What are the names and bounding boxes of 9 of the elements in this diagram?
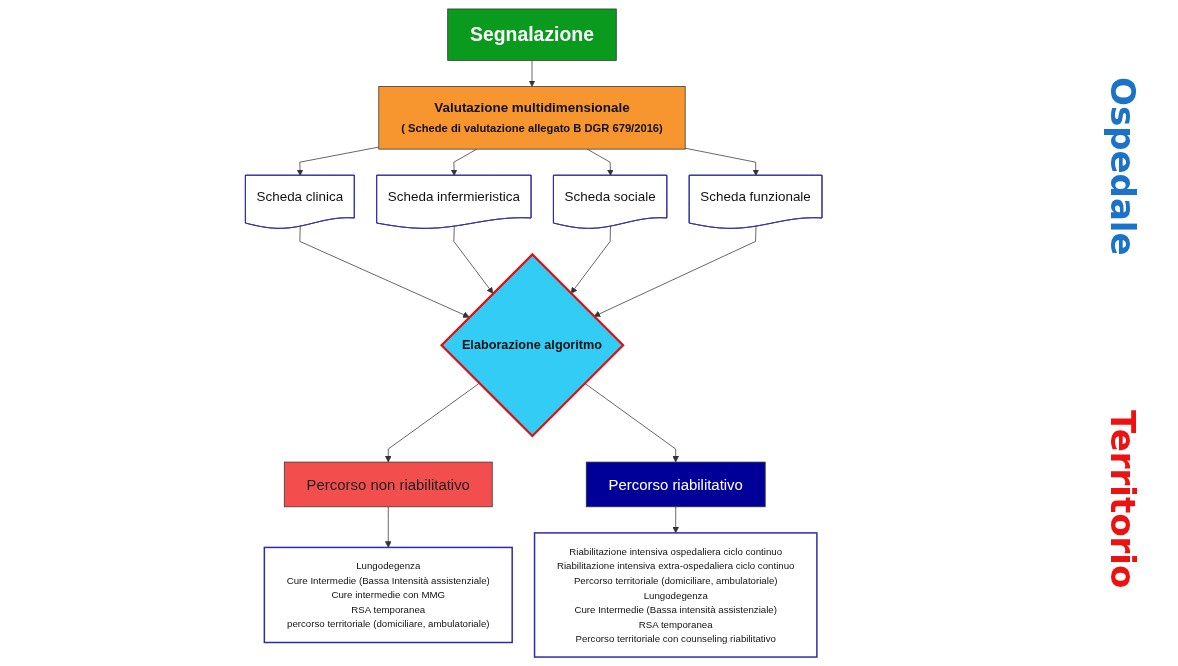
node-box: Percorso non riabilitativo: [284, 461, 493, 508]
node-box: Percorso riabilitativo: [586, 461, 766, 508]
section-label: Ospedale: [1103, 77, 1143, 256]
node-diamond: Elaborazione algoritmo: [440, 252, 626, 438]
node-box: Segnalazione: [447, 8, 617, 61]
node-box: Riabilitazione intensiva ospedaliera ciclo continuo Riabilitazione intensiva extra-ospedaliera ciclo continuo Percorso territoriale (domiciliare, ambulatoriale) Lungodegenza Cure Intermedie (Bassa intensità assistenziale) RSA temporanea Percorso territoriale con counseling riabilitativo: [534, 532, 818, 658]
section-label: Territorio: [1103, 410, 1143, 589]
node-box: Lungodegenza Cure Intermedie (Bassa Intensità assistenziale) Cure intermedie con MMG RSA temporanea percorso territoriale (domiciliare, ambulatoriale): [263, 546, 514, 644]
node-box: Valutazione multidimensionale ( Schede di valutazione allegato B DGR 679/2016): [378, 86, 686, 150]
